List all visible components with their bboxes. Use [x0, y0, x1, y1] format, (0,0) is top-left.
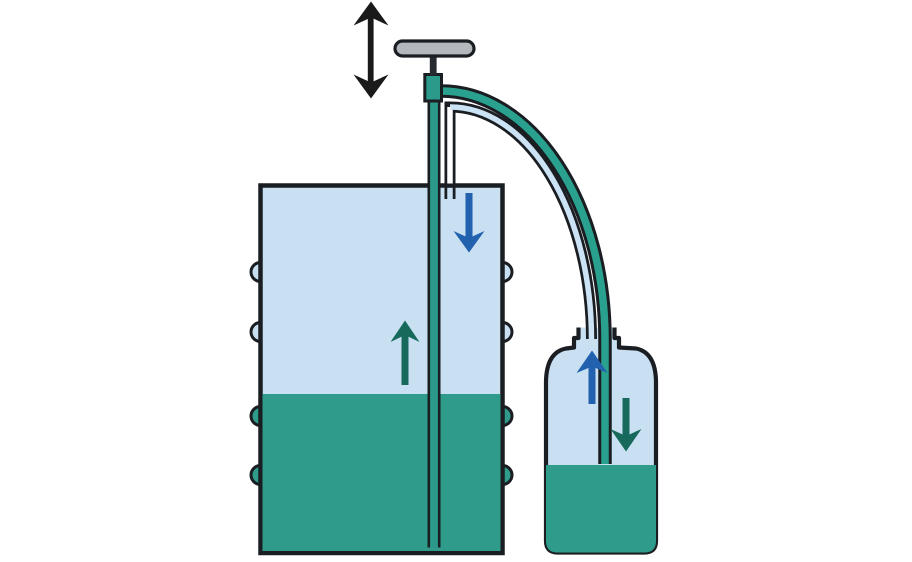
- drum-liquid-up-arrow-stem: [401, 333, 409, 385]
- drum-air-in-arrow: [453, 193, 485, 253]
- flow-arrows: [353, 1, 642, 452]
- delivery-hose-interior: [434, 87, 609, 464]
- drum: [249, 183, 514, 556]
- drum-rib: [249, 464, 261, 486]
- bottle-air-out-arrow: [576, 350, 608, 404]
- drum-air-in-arrow-head: [453, 231, 485, 253]
- bottle-air-out-arrow-stem: [588, 363, 596, 404]
- drum-rib: [502, 405, 514, 427]
- drum-rib: [249, 405, 261, 427]
- pump-rod: [429, 54, 437, 76]
- bottle-liquid-in-arrow-stem: [622, 398, 630, 437]
- pump-t-handle: [393, 39, 476, 58]
- bottle-air-out-arrow-head: [576, 350, 608, 373]
- pump-stroke-arrow-head-up: [353, 1, 389, 26]
- pump-head: [423, 73, 443, 103]
- drum-liquid-up-arrow-head: [390, 320, 420, 342]
- drum-liquid: [262, 394, 501, 551]
- vent-tube-interior-arc: [449, 104, 595, 340]
- pump-stroke-arrow: [353, 1, 389, 99]
- drum-liquid-up-arrow: [390, 320, 420, 385]
- drum-rib: [249, 321, 261, 343]
- bottle-liquid-in-arrow: [610, 398, 642, 452]
- bottle-liquid: [546, 465, 656, 553]
- pump: [393, 39, 476, 548]
- drum-rib: [502, 464, 514, 486]
- pump-stroke-arrow-head-down: [353, 74, 389, 99]
- drum-rib: [249, 261, 261, 283]
- hose: [434, 84, 612, 464]
- drum-rib: [502, 261, 514, 283]
- pump-pipe: [429, 99, 440, 548]
- drum-rib: [502, 321, 514, 343]
- bottle-liquid-in-arrow-head: [610, 429, 642, 452]
- drum-air-in-arrow-stem: [465, 193, 473, 240]
- pump-stroke-arrow-shaft: [367, 15, 374, 85]
